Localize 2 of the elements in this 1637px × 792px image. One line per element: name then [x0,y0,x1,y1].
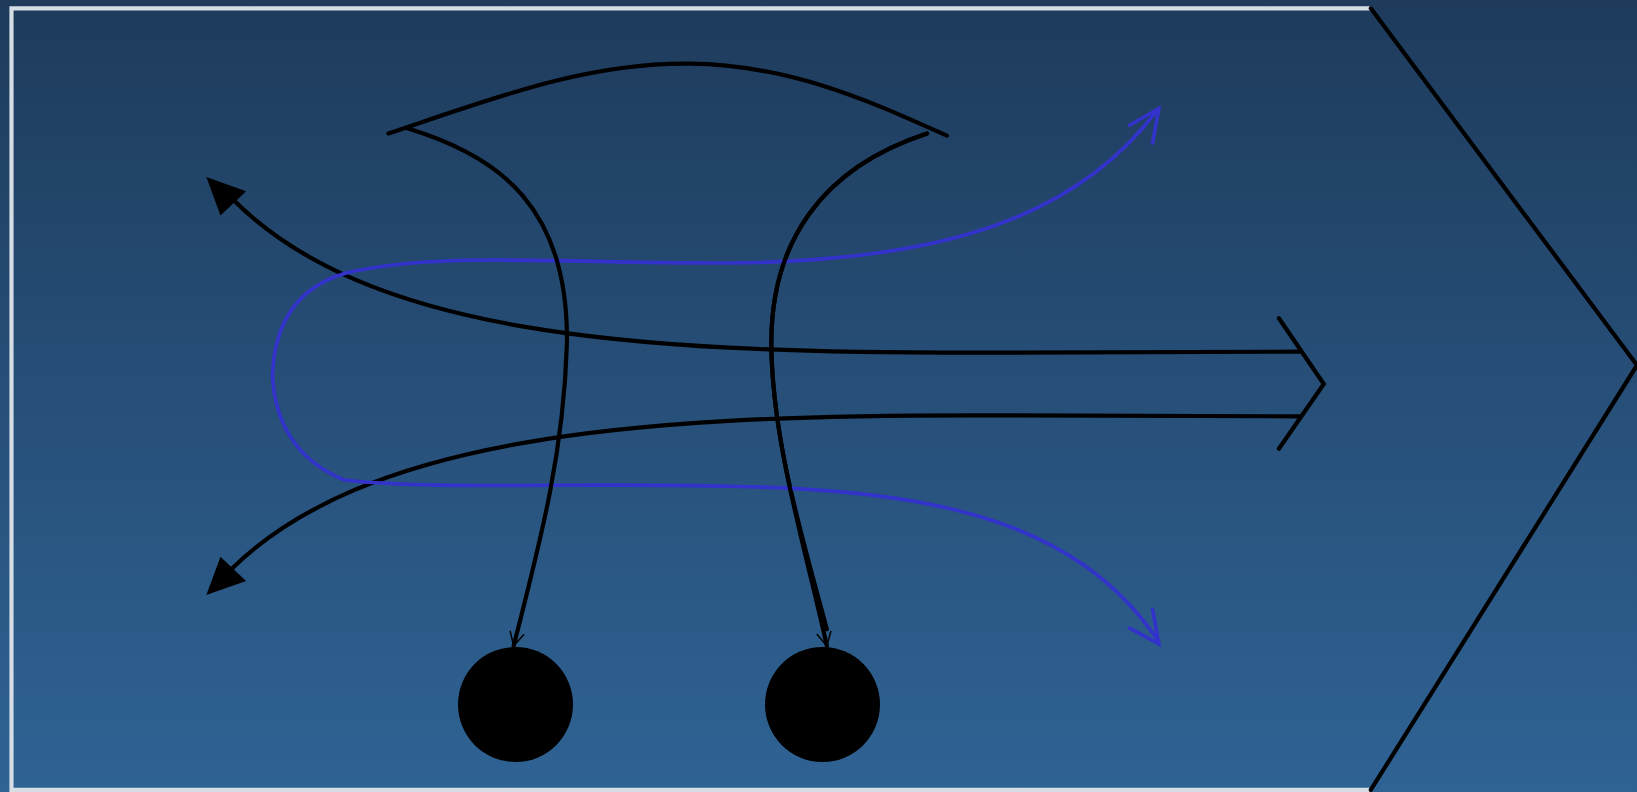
arrow [769,131,930,648]
arrow [405,126,569,648]
